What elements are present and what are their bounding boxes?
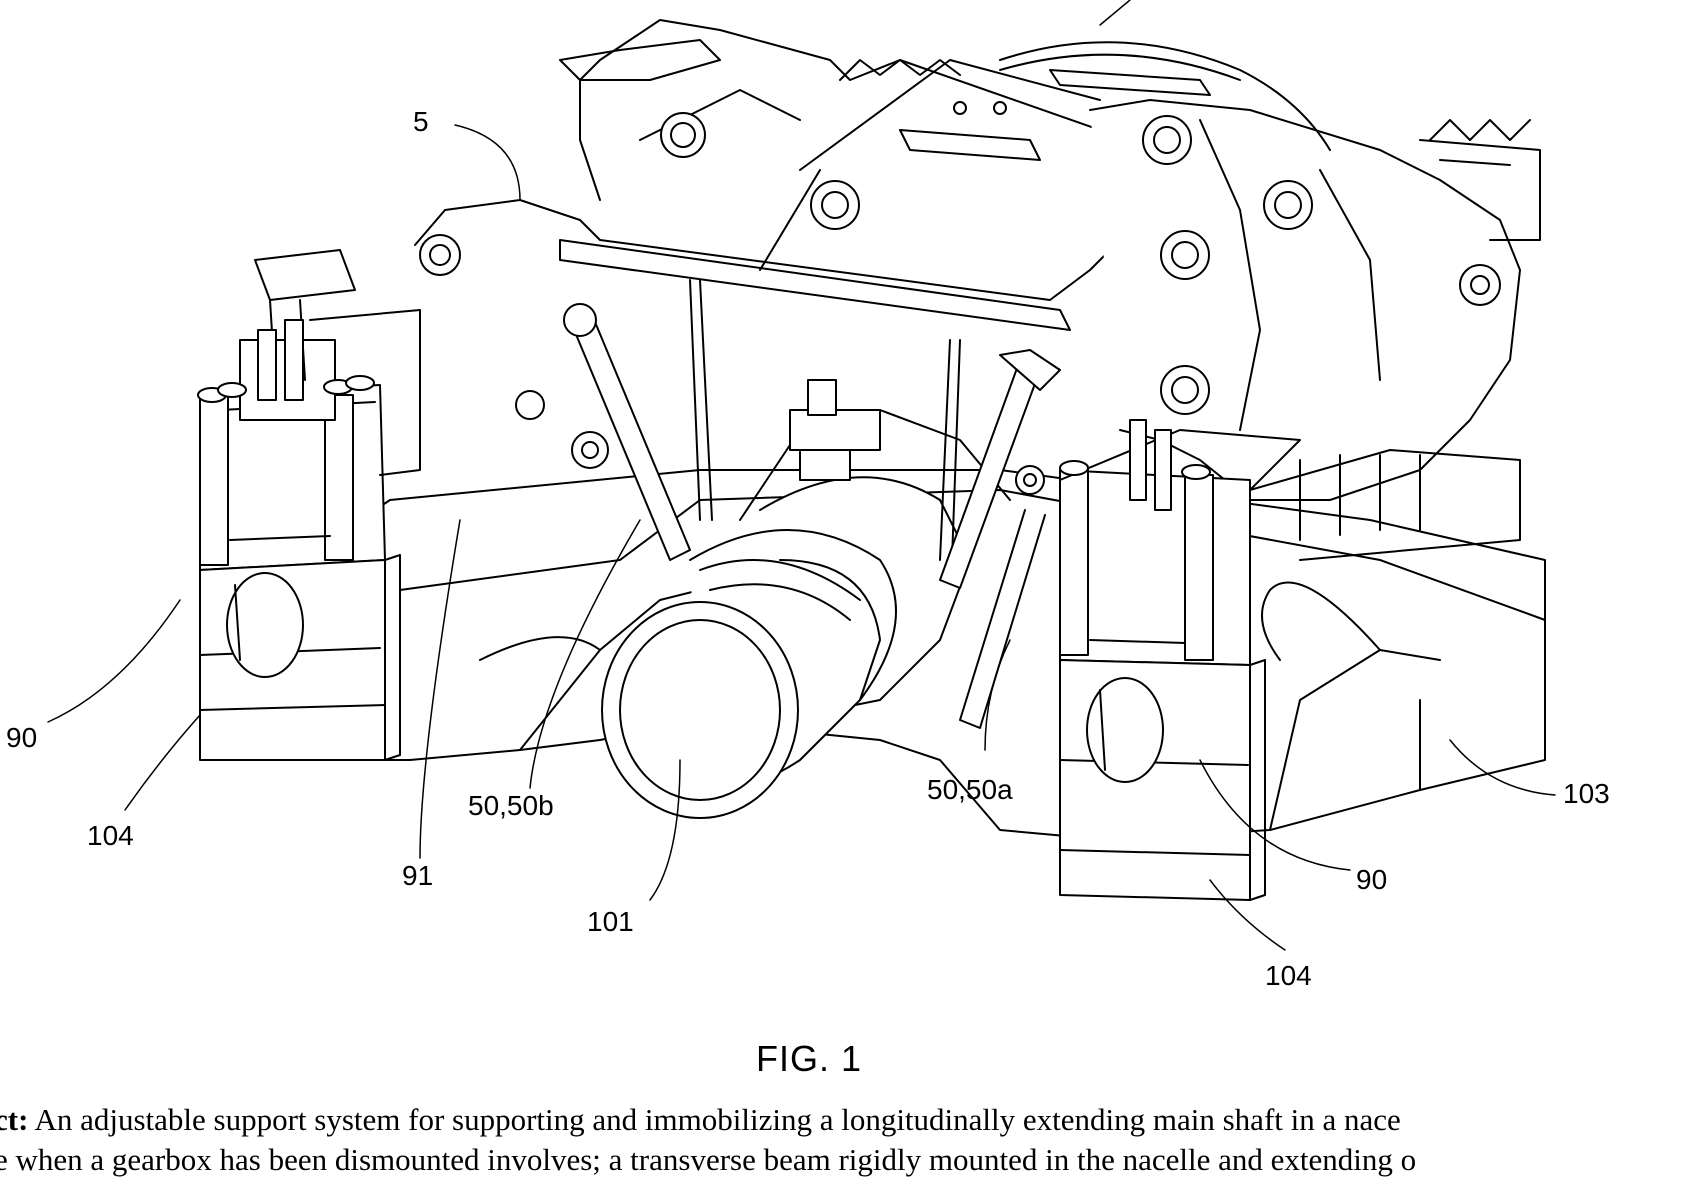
abstract-line-1-text: An adjustable support system for support…	[28, 1102, 1400, 1137]
label-104-left: 104	[87, 822, 134, 850]
label-91: 91	[402, 862, 433, 890]
label-50-50a: 50,50a	[927, 776, 1013, 804]
lifting-frame	[415, 20, 1540, 500]
figure-title: FIG. 1	[756, 1038, 862, 1080]
mechanical-drawing	[0, 0, 1706, 1000]
label-5: 5	[413, 108, 429, 136]
label-90-right: 90	[1356, 866, 1387, 894]
label-101: 101	[587, 908, 634, 936]
label-104-right: 104	[1265, 962, 1312, 990]
label-90-left: 90	[6, 724, 37, 752]
abstract-line-1: ct: An adjustable support system for sup…	[0, 1100, 1706, 1140]
label-50-50b: 50,50b	[468, 792, 554, 820]
abstract-text: ct: An adjustable support system for sup…	[0, 1100, 1706, 1180]
label-103: 103	[1563, 780, 1610, 808]
abstract-lead: ct:	[0, 1102, 28, 1137]
abstract-line-2: e when a gearbox has been dismounted inv…	[0, 1140, 1706, 1180]
